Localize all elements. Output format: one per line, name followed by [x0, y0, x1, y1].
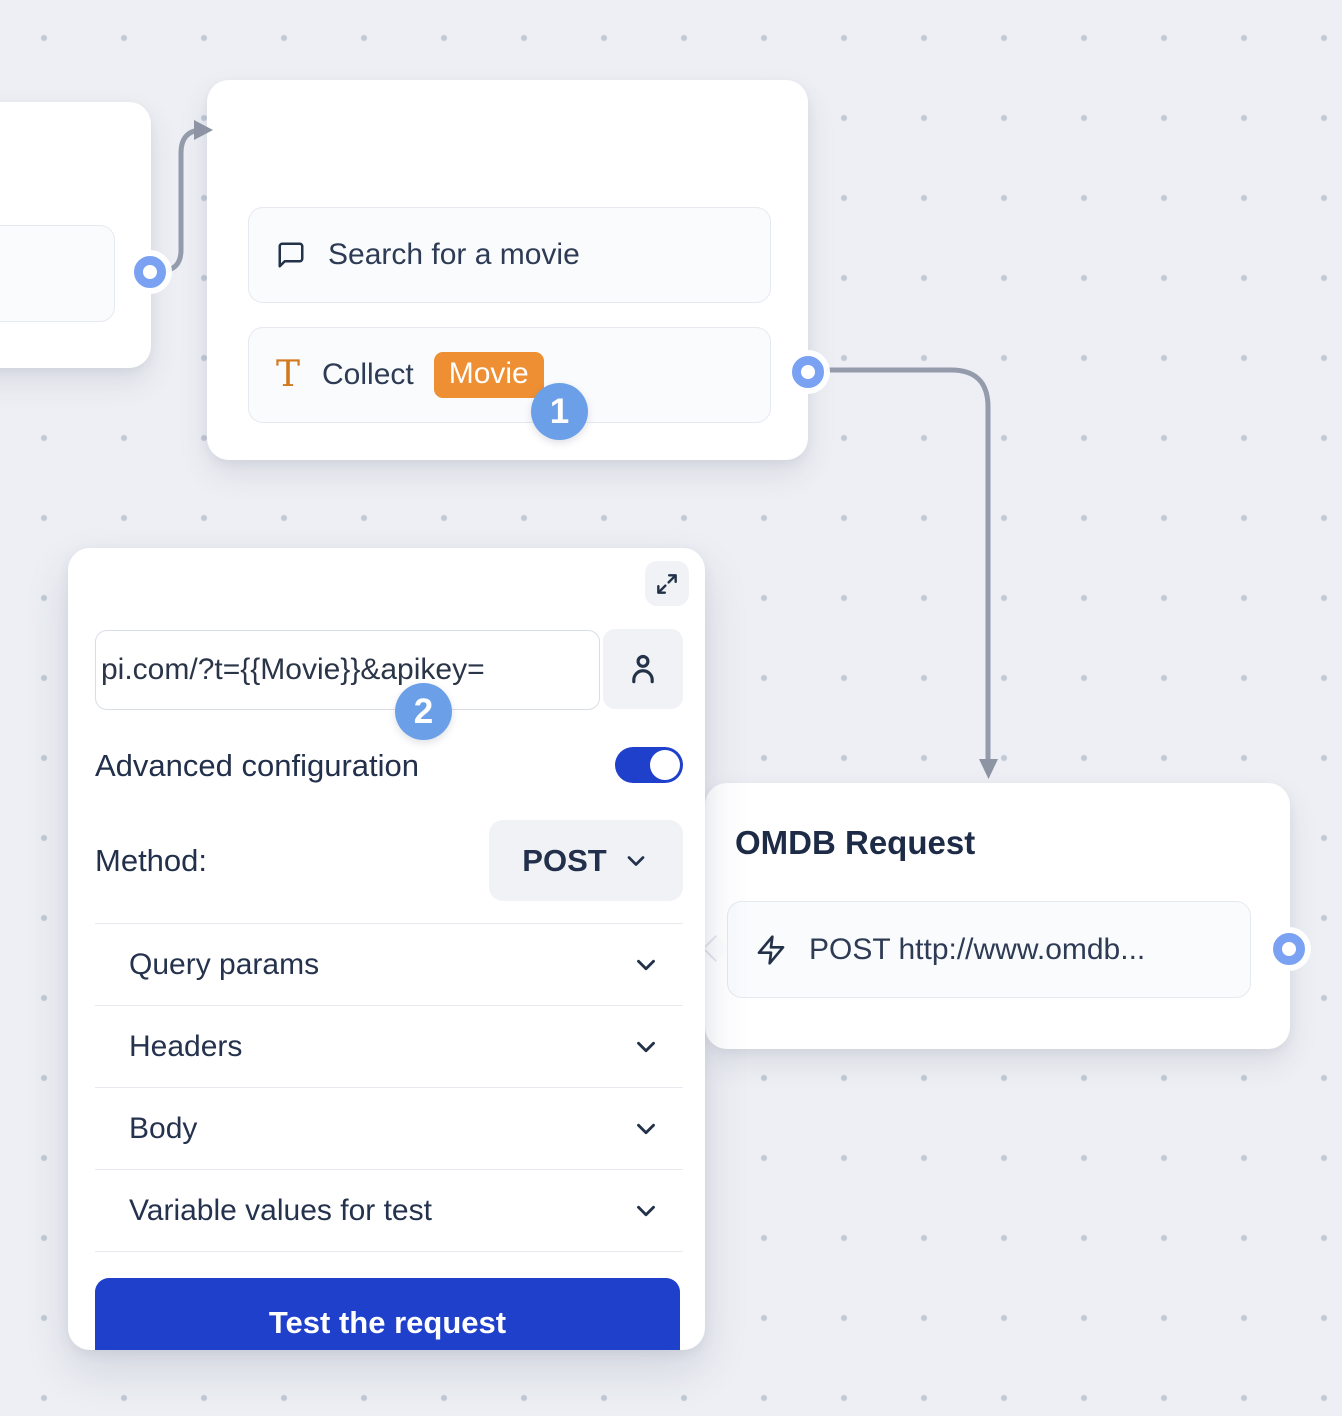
webhook-config-panel[interactable]: Advanced configuration Method: POST Quer… — [68, 548, 705, 1350]
variable-chip-movie[interactable]: Movie — [433, 352, 544, 398]
step-badge-2: 2 — [395, 683, 452, 740]
section-label: Query params — [129, 947, 320, 981]
chat-bubble-icon — [278, 242, 304, 268]
method-select[interactable]: POST — [489, 820, 683, 901]
section-label: Variable values for test — [129, 1193, 432, 1227]
method-value: POST — [522, 842, 607, 878]
section-label: Headers — [129, 1029, 243, 1063]
chevron-down-icon — [637, 959, 655, 970]
chevron-down-icon — [637, 1041, 655, 1052]
node-item-label: Search for a movie — [328, 238, 580, 271]
chevron-down-icon — [627, 855, 645, 866]
output-port-omdb[interactable] — [1273, 933, 1305, 965]
node-item-webhook[interactable]: POST http://www.omdb... — [727, 901, 1251, 998]
connector-partial-to-movie — [152, 127, 202, 274]
toggle-knob — [650, 750, 680, 780]
connector-movie-to-omdb — [826, 367, 991, 760]
output-port-movie-search[interactable] — [792, 356, 824, 388]
advanced-configuration-toggle[interactable] — [615, 747, 683, 783]
expand-icon — [657, 573, 677, 594]
arrowhead-right — [194, 120, 213, 140]
node-item-label: POST http://www.omdb... — [809, 932, 1146, 966]
text-input-icon: T — [276, 354, 301, 395]
advanced-configuration-label: Advanced configuration — [95, 748, 420, 783]
section-headers[interactable]: Headers — [95, 1006, 683, 1088]
person-button[interactable] — [603, 629, 683, 709]
method-label: Method: — [95, 843, 208, 878]
input-port-notch — [702, 935, 729, 962]
collapsible-sections: Query params Headers Body Variable value… — [95, 923, 683, 1252]
node-item-question[interactable]: Search for a movie — [248, 207, 771, 303]
section-variable-values[interactable]: Variable values for test — [95, 1170, 683, 1252]
arrowhead-down — [979, 759, 998, 779]
person-icon — [632, 654, 654, 684]
output-port-partial-node[interactable] — [134, 256, 166, 288]
test-request-button[interactable]: Test the request — [95, 1278, 680, 1350]
section-label: Body — [129, 1111, 198, 1145]
lightning-bolt-icon — [757, 934, 785, 965]
chevron-down-icon — [637, 1205, 655, 1216]
step-badge-1: 1 — [531, 383, 588, 440]
expand-button[interactable] — [645, 561, 689, 606]
chevron-down-icon — [637, 1123, 655, 1134]
node-item-collect[interactable]: T Collect Movie — [248, 327, 771, 423]
omdb-request-node[interactable]: OMDB Request POST http://www.omdb... — [702, 783, 1290, 1049]
movie-search-node[interactable]: Movie search Search for a movie T Collec… — [207, 80, 808, 460]
url-input[interactable] — [95, 630, 600, 710]
node-item-label: Collect — [322, 358, 414, 391]
section-body[interactable]: Body — [95, 1088, 683, 1170]
partial-node-item[interactable] — [0, 225, 115, 322]
node-title: OMDB Request — [735, 824, 976, 861]
section-query-params[interactable]: Query params — [95, 923, 683, 1006]
